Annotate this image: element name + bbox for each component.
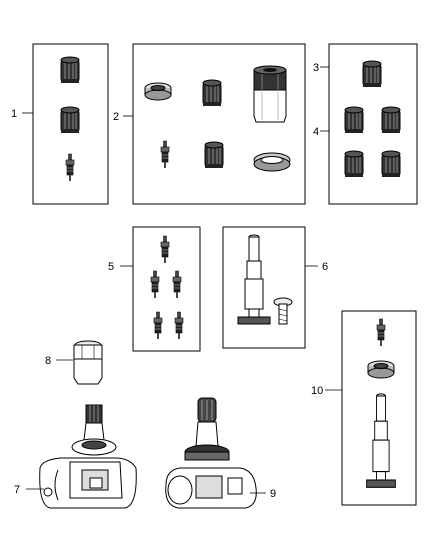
box-item-3-4: [328, 43, 418, 205]
valve-cap-icon: [60, 56, 80, 84]
hex-nut-icon: [253, 65, 287, 123]
valve-cap-icon: [60, 106, 80, 134]
callout-4: 4: [313, 126, 319, 138]
callout-3: 3: [313, 62, 319, 74]
valve-core-icon: [376, 318, 386, 347]
valve-core-icon: [174, 311, 184, 340]
callout-2: 2: [113, 111, 119, 123]
box-item-1: [32, 43, 109, 205]
callout-6: 6: [322, 261, 328, 273]
box-item-2: [132, 43, 306, 205]
valve-cap-icon: [362, 60, 382, 88]
valve-cap-icon: [202, 79, 222, 107]
valve-tool-icon: [237, 234, 271, 325]
valve-core-icon: [153, 311, 163, 340]
valve-core-icon: [160, 235, 170, 264]
valve-grommet-icon: [367, 360, 395, 379]
valve-cap-icon: [344, 150, 364, 178]
valve-core-icon: [150, 270, 160, 299]
valve-grommet-icon: [144, 82, 172, 101]
tpms-sensor-icon: [39, 404, 137, 509]
callout-1: 1: [11, 108, 17, 120]
valve-cap-icon: [381, 106, 401, 134]
callout-5: 5: [108, 261, 114, 273]
valve-cap-icon: [381, 150, 401, 178]
box-item-5: [132, 226, 201, 352]
valve-cap-icon: [204, 141, 224, 169]
box-item-6: [222, 226, 306, 349]
valve-core-icon: [172, 270, 182, 299]
callout-8: 8: [45, 355, 51, 367]
screw-icon: [273, 297, 293, 325]
tpms-sensor-alt-icon: [165, 397, 257, 509]
sensor-nut-icon: [73, 340, 103, 385]
callout-10: 10: [311, 385, 323, 397]
valve-core-icon: [160, 140, 170, 169]
callout-9: 9: [270, 488, 276, 500]
box-item-10: [341, 310, 417, 506]
valve-tool-icon: [366, 393, 396, 488]
seal-washer-icon: [253, 152, 291, 172]
valve-cap-icon: [344, 106, 364, 134]
callout-7: 7: [14, 484, 20, 496]
valve-core-icon: [65, 153, 75, 182]
